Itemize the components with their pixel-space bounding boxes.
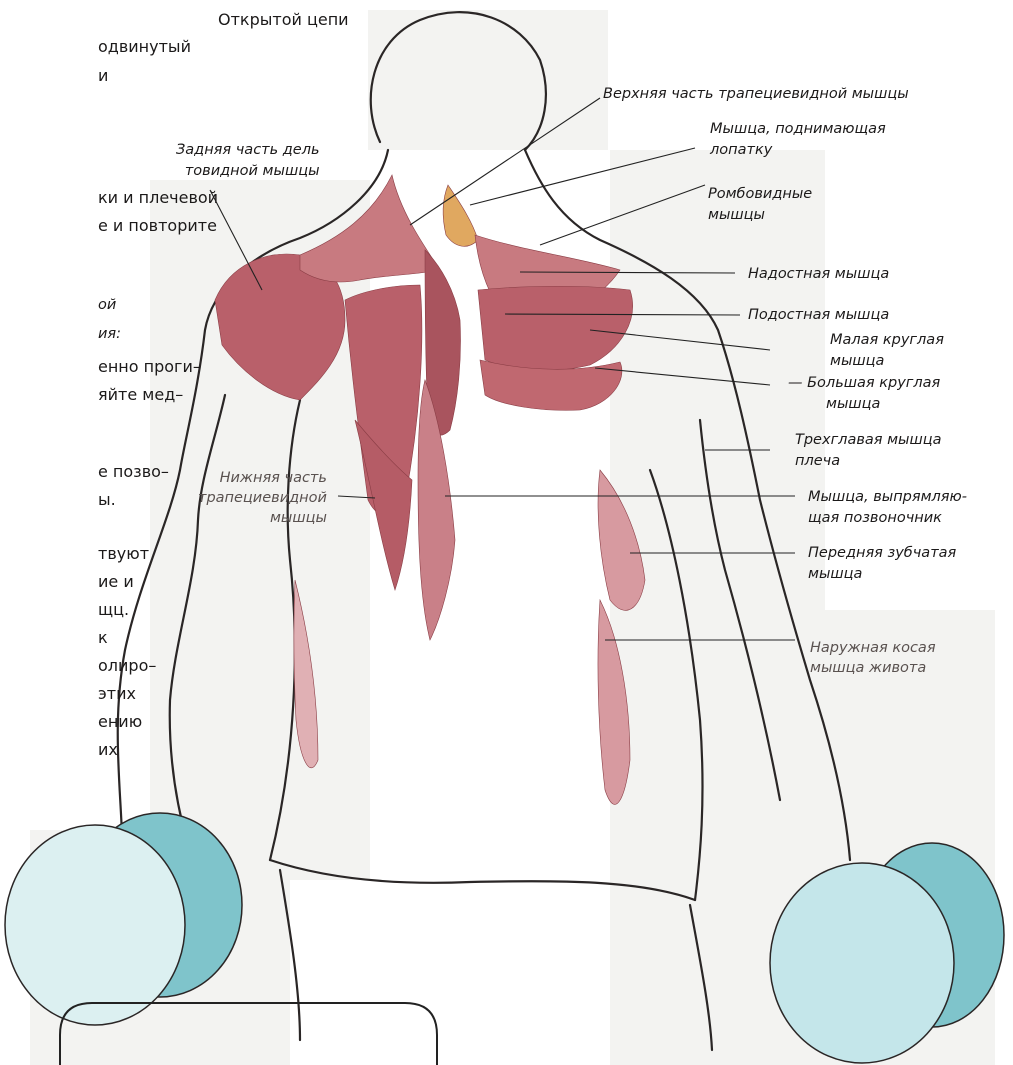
side-text-line: их (98, 738, 118, 762)
label-line: Передняя зубчатая (808, 543, 956, 564)
side-text-line: ы. (98, 488, 116, 512)
label-line: Наружная косая (810, 638, 936, 658)
right-dumbbell-face-plate (770, 863, 954, 1063)
right-shoulder-outline (525, 150, 850, 860)
side-text-line: е и повторите (98, 214, 217, 238)
side-text-line: олиро– (98, 654, 156, 678)
label-serratus-anterior: Передняя зубчатая мышца (808, 543, 956, 585)
serratus (598, 470, 645, 610)
label-line: мышца живота (810, 658, 936, 678)
left-oblique (294, 580, 318, 768)
side-text-line: енно проги– (98, 355, 201, 379)
side-text-line: одвинутый (98, 35, 191, 59)
label-external-oblique: Наружная косая мышца живота (810, 638, 936, 678)
label-line: Нижняя часть (198, 468, 327, 488)
side-text-line: и (98, 64, 108, 88)
external-oblique (598, 600, 630, 804)
hip-outline (280, 870, 300, 1040)
side-text-line: этих (98, 682, 136, 706)
label-line: мышцы (198, 508, 327, 528)
right-torso-outline (650, 470, 703, 900)
label-line: Мышца, выпрямляю- (808, 487, 967, 508)
right-arm-inner-outline (700, 420, 780, 800)
label-line: Надостная мышца (748, 264, 889, 285)
label-posterior-deltoid: Задняя часть дель товидной мышцы (176, 140, 320, 182)
head-outline (371, 12, 546, 150)
side-text-line: щц. (98, 598, 129, 622)
left-dumbbell-face-plate (5, 825, 185, 1025)
side-text-line: твуют (98, 542, 149, 566)
label-line: — Большая круглая (788, 373, 940, 394)
label-line: трапециевидной (198, 488, 327, 508)
label-rhomboids: Ромбовидные мышцы (708, 184, 812, 226)
infraspinatus (478, 286, 633, 370)
label-erector-spinae: Мышца, выпрямляю- щая позвоночник (808, 487, 967, 529)
side-text-line: ия: (98, 324, 121, 345)
label-line: лопатку (710, 140, 886, 161)
label-infraspinatus: Подостная мышца (748, 305, 889, 326)
label-line: Ромбовидные (708, 184, 812, 205)
label-upper-trapezius: Верхняя часть трапециевидной мышцы (603, 84, 909, 105)
side-text-line: яйте мед– (98, 383, 183, 407)
side-text-line: ению (98, 710, 142, 734)
side-text-line: ки и плечевой (98, 186, 218, 210)
side-text-line: ие и (98, 570, 134, 594)
label-line: Малая круглая (830, 330, 944, 351)
label-line: щая позвоночник (808, 508, 967, 529)
label-levator-scapulae: Мышца, поднимающая лопатку (710, 119, 886, 161)
label-line: мышца (808, 564, 956, 585)
label-lower-trapezius: Нижняя часть трапециевидной мышцы (198, 468, 327, 528)
right-dumbbell (770, 843, 1004, 1063)
label-triceps: Трехглавая мышца плеча (795, 430, 942, 472)
label-line: Задняя часть дель (176, 140, 320, 161)
side-text-line: е позво– (98, 460, 169, 484)
label-teres-minor: Малая круглая мышца (830, 330, 944, 372)
left-dumbbell (5, 813, 242, 1025)
label-line: мышца (788, 394, 940, 415)
label-line: Мышца, поднимающая (710, 119, 886, 140)
left-arm-inner-outline (170, 395, 225, 845)
label-line: плеча (795, 451, 942, 472)
label-teres-major: — Большая круглая мышца (788, 373, 940, 415)
waist-outline (270, 860, 695, 900)
side-text-line: к (98, 626, 108, 650)
label-line: Верхняя часть трапециевидной мышцы (603, 84, 909, 105)
label-line: Подостная мышца (748, 305, 889, 326)
label-line: мышца (830, 351, 944, 372)
label-line: товидной мышцы (176, 161, 320, 182)
hip-outline-right (690, 905, 712, 1050)
side-text-line: Открытой цепи (218, 8, 349, 32)
label-line: мышцы (708, 205, 812, 226)
levator-scapulae (443, 185, 478, 246)
label-supraspinatus: Надостная мышца (748, 264, 889, 285)
label-line: Трехглавая мышца (795, 430, 942, 451)
side-text-line: ой (98, 295, 116, 316)
